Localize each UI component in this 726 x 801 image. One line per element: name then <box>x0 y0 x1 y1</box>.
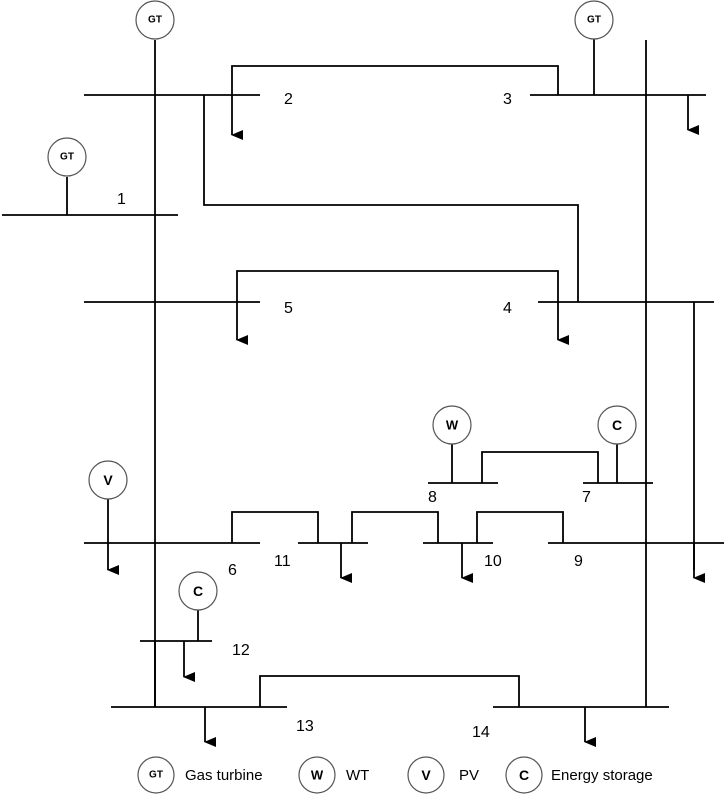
bus-label-10: 10 <box>484 553 502 570</box>
bus-label-4: 4 <box>503 300 512 317</box>
line-10-9 <box>476 511 564 543</box>
line-5-4 <box>236 270 559 302</box>
energy-storage-bus-7: C <box>597 405 637 445</box>
bus-labels: 1 2 3 4 5 6 7 8 9 10 11 12 13 14 <box>117 91 591 741</box>
transmission-lines <box>154 40 647 707</box>
bus-label-7: 7 <box>582 489 591 506</box>
bus-label-14: 14 <box>472 724 490 741</box>
legend-label-wt: WT <box>346 767 369 784</box>
bus-bars <box>2 94 724 708</box>
bus-label-3: 3 <box>503 91 512 108</box>
bus-label-6: 6 <box>228 562 237 579</box>
svg-text:GT: GT <box>149 770 163 781</box>
bus-label-13: 13 <box>296 718 314 735</box>
legend-label-gas-turbine: Gas turbine <box>185 767 263 784</box>
legend-label-pv: PV <box>459 767 479 784</box>
loads <box>107 95 705 747</box>
gas-turbine-bus-2: GT <box>135 0 175 40</box>
bus-label-5: 5 <box>284 300 293 317</box>
legend-item-pv: V PV <box>407 756 479 794</box>
generator-stems <box>66 38 618 641</box>
svg-text:C: C <box>612 417 622 433</box>
svg-text:V: V <box>421 767 431 783</box>
svg-text:GT: GT <box>148 15 162 26</box>
pv-bus-6: V <box>88 460 128 500</box>
svg-text:GT: GT <box>60 152 74 163</box>
generators: GT GT GT W C V C <box>47 0 637 611</box>
legend-label-energy-storage: Energy storage <box>551 767 653 784</box>
bus-label-1: 1 <box>117 191 126 208</box>
gas-turbine-bus-3: GT <box>574 0 614 40</box>
line-13-14 <box>259 675 520 707</box>
line-11-10 <box>351 511 439 543</box>
svg-text:C: C <box>519 767 529 783</box>
energy-storage-bus-12: C <box>178 571 218 611</box>
line-8-7 <box>481 451 599 483</box>
svg-text:W: W <box>311 768 324 783</box>
legend: GT Gas turbine W WT V PV C Energy storag… <box>137 756 653 794</box>
svg-text:C: C <box>193 583 203 599</box>
line-6-11 <box>231 511 319 543</box>
line-2-3 <box>231 65 559 95</box>
bus-label-12: 12 <box>232 642 250 659</box>
wind-turbine-bus-8: W <box>432 405 472 445</box>
legend-item-gas-turbine: GT Gas turbine <box>137 756 263 794</box>
legend-item-wt: W WT <box>298 756 369 794</box>
svg-text:GT: GT <box>587 15 601 26</box>
svg-text:W: W <box>446 418 459 433</box>
bus-label-2: 2 <box>284 91 293 108</box>
svg-text:V: V <box>103 472 113 488</box>
line-2-4 <box>203 95 579 302</box>
legend-item-energy-storage: C Energy storage <box>505 756 653 794</box>
gas-turbine-bus-1: GT <box>47 137 87 177</box>
bus-label-8: 8 <box>428 489 437 506</box>
bus-label-11: 11 <box>274 553 291 570</box>
bus-label-9: 9 <box>574 553 583 570</box>
